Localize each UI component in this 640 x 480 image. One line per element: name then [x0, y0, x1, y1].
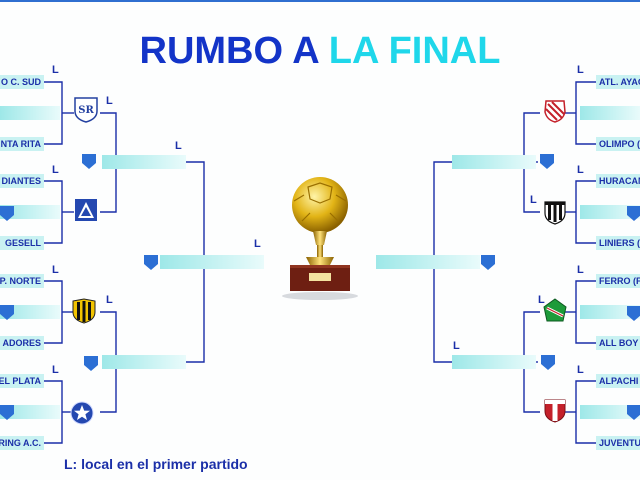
empty-slot	[0, 205, 60, 219]
club-crest-green-icon	[543, 298, 567, 322]
shield-icon	[82, 154, 96, 169]
quarterfinal-slot	[452, 155, 536, 169]
left-team-slot: ADORES	[0, 336, 44, 350]
right-team-slot: LINIERS (	[596, 236, 640, 250]
shield-icon	[627, 206, 640, 221]
right-team-slot: ATL. AYAC	[596, 75, 640, 89]
shield-icon	[540, 154, 554, 169]
quarterfinal-slot	[102, 355, 186, 369]
empty-slot	[580, 205, 640, 219]
local-marker: L	[52, 64, 59, 76]
quarterfinal-slot	[452, 355, 536, 369]
top-border	[0, 0, 640, 2]
shield-icon	[84, 356, 98, 371]
local-marker: L	[538, 294, 545, 306]
trophy-icon	[282, 177, 358, 300]
local-marker: L	[175, 140, 182, 152]
empty-slot	[0, 106, 60, 120]
empty-slot	[0, 405, 60, 419]
left-team-slot: GESELL	[0, 236, 44, 250]
left-team-slot: O C. SUD	[0, 75, 44, 89]
svg-text:SR: SR	[78, 105, 94, 116]
local-marker: L	[52, 264, 59, 276]
club-crest-striped-icon	[72, 298, 96, 324]
local-marker: L	[577, 64, 584, 76]
semifinal-slot	[160, 255, 264, 269]
local-marker: L	[254, 238, 261, 250]
title-part-2: LA FINAL	[328, 30, 501, 72]
right-team-slot: JUVENTU	[596, 436, 640, 450]
left-team-slot: DIANTES	[0, 174, 44, 188]
local-marker: L	[530, 194, 537, 206]
semifinal-slot	[376, 255, 480, 269]
local-marker: L	[577, 264, 584, 276]
empty-slot	[0, 305, 60, 319]
right-team-slot: ALL BOY	[596, 336, 640, 350]
local-marker: L	[52, 364, 59, 376]
shield-icon	[627, 306, 640, 321]
empty-slot	[580, 106, 640, 120]
shield-icon	[541, 355, 555, 370]
title-part-1: RUMBO A	[139, 30, 329, 72]
right-team-slot: ALPACHI	[596, 374, 640, 388]
club-crest-triangle-icon	[75, 199, 97, 221]
shield-icon	[0, 206, 14, 221]
right-team-slot: OLIMPO (	[596, 137, 640, 151]
right-team-slot: HURACAN	[596, 174, 640, 188]
club-crest-stripes-icon	[544, 201, 566, 225]
left-team-slot: RING A.C.	[0, 436, 44, 450]
local-marker: L	[52, 164, 59, 176]
shield-icon	[144, 255, 158, 270]
local-marker: L	[453, 340, 460, 352]
left-team-slot: P. NORTE	[0, 274, 44, 288]
shield-icon	[0, 305, 14, 320]
local-marker: L	[106, 294, 113, 306]
local-marker: L	[577, 364, 584, 376]
club-crest-star-icon	[70, 401, 94, 425]
local-marker: L	[577, 164, 584, 176]
club-crest-diagonal-icon	[544, 100, 566, 123]
empty-slot	[580, 405, 640, 419]
shield-icon	[627, 405, 640, 420]
shield-icon	[0, 405, 14, 420]
shield-icon	[481, 255, 495, 270]
quarterfinal-slot	[102, 155, 186, 169]
club-crest-red-icon	[544, 399, 566, 423]
left-team-slot: NTA RITA	[0, 137, 44, 151]
page-title: RUMBO A LA FINAL	[0, 30, 640, 73]
left-team-slot: DEL PLATA	[0, 374, 44, 388]
local-marker: L	[106, 95, 113, 107]
club-crest-sr-icon: SR	[74, 97, 98, 123]
legend-text: L: local en el primer partido	[64, 456, 248, 472]
empty-slot	[580, 305, 640, 319]
right-team-slot: FERRO (F	[596, 274, 640, 288]
